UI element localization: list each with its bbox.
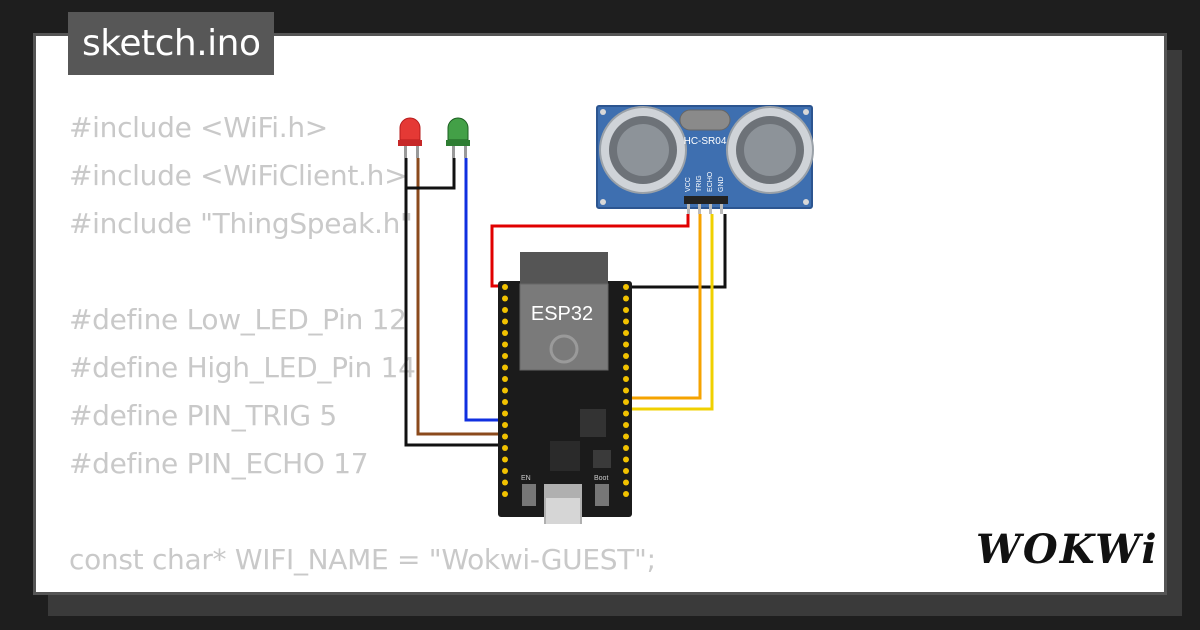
en-button-label: EN bbox=[521, 475, 531, 482]
header-pin bbox=[502, 353, 508, 359]
wire-gnd bbox=[626, 214, 727, 289]
transducer-left bbox=[599, 106, 687, 194]
header-pin bbox=[623, 295, 629, 302]
header-pin bbox=[502, 468, 508, 474]
boot-button-label: Boot bbox=[594, 475, 608, 482]
header-pin bbox=[502, 422, 508, 428]
header-pin bbox=[623, 307, 629, 313]
header-pin bbox=[623, 433, 629, 440]
wire-led-ground bbox=[404, 158, 500, 447]
sensor-pin-label: VCC bbox=[685, 177, 692, 192]
code-preview: #include <WiFi.h> #include <WiFiClient.h>… bbox=[69, 104, 656, 592]
sensor-pin-label: GND bbox=[718, 176, 725, 192]
header-pin bbox=[623, 387, 629, 394]
wire-vcc bbox=[490, 214, 690, 288]
wokwi-logo: WOKWi bbox=[976, 526, 1159, 573]
header-pin bbox=[623, 341, 629, 348]
code-line: #include <WiFi.h> bbox=[69, 111, 328, 144]
header-pin bbox=[502, 445, 508, 451]
red-led[interactable] bbox=[398, 117, 422, 158]
transducer-right bbox=[726, 106, 814, 194]
header-pin bbox=[623, 376, 629, 382]
code-line: #define High_LED_Pin 14 bbox=[69, 351, 416, 384]
green-led[interactable] bbox=[446, 117, 470, 158]
header-pin bbox=[502, 491, 508, 497]
left-pin-header bbox=[502, 284, 508, 497]
code-line: #define Low_LED_Pin 12 bbox=[69, 303, 407, 336]
wire-red-led bbox=[416, 158, 500, 436]
wires bbox=[404, 158, 727, 447]
header-pin bbox=[502, 295, 508, 302]
header-pin bbox=[623, 479, 629, 486]
sensor-label: HC-SR04 bbox=[684, 136, 727, 147]
header-pin bbox=[502, 341, 508, 348]
header-pin bbox=[623, 318, 629, 325]
header-pin bbox=[623, 353, 629, 359]
right-pin-header bbox=[623, 284, 629, 497]
header-pin bbox=[502, 387, 508, 394]
header-pin bbox=[623, 422, 629, 428]
header-pin bbox=[502, 456, 508, 463]
espressif-logo-icon bbox=[549, 334, 579, 364]
code-line: #define PIN_ECHO 17 bbox=[69, 447, 369, 480]
header-pin bbox=[502, 479, 508, 486]
header-pin bbox=[623, 468, 629, 474]
wire-green-led bbox=[464, 158, 500, 422]
header-pin bbox=[623, 410, 629, 417]
code-line: const char* WIFI_PASSWORD = ""; bbox=[69, 584, 656, 592]
header-pin bbox=[623, 399, 629, 405]
header-pin bbox=[502, 307, 508, 313]
header-pin bbox=[623, 456, 629, 463]
header-pin bbox=[502, 364, 508, 371]
header-pin bbox=[502, 399, 508, 405]
file-name-tab[interactable]: sketch.ino bbox=[68, 12, 275, 75]
esp32-board[interactable]: ESP32 EN Boot bbox=[498, 252, 632, 524]
header-pin bbox=[502, 284, 508, 290]
header-pin bbox=[502, 433, 508, 440]
code-line: const char* WIFI_NAME = "Wokwi-GUEST"; bbox=[69, 543, 656, 576]
header-pin bbox=[623, 445, 629, 451]
header-pin bbox=[623, 284, 629, 290]
header-pin bbox=[502, 330, 508, 336]
hc-sr04-sensor[interactable]: HC-SR04 VCC TRIG ECHO GND bbox=[596, 105, 814, 214]
sensor-pin-label: ECHO bbox=[707, 171, 714, 192]
board-label: ESP32 bbox=[531, 303, 593, 325]
sensor-pin-label: TRIG bbox=[696, 175, 703, 192]
header-pin bbox=[502, 318, 508, 325]
header-pin bbox=[623, 364, 629, 371]
code-line: #define PIN_TRIG 5 bbox=[69, 399, 337, 432]
wire-echo bbox=[626, 214, 714, 411]
header-pin bbox=[623, 330, 629, 336]
code-line: #include "ThingSpeak.h" bbox=[69, 207, 413, 240]
header-pin bbox=[502, 410, 508, 417]
header-pin bbox=[502, 376, 508, 382]
header-pin bbox=[623, 491, 629, 497]
code-line: #include <WiFiClient.h> bbox=[69, 159, 408, 192]
wire-trig bbox=[626, 214, 702, 400]
